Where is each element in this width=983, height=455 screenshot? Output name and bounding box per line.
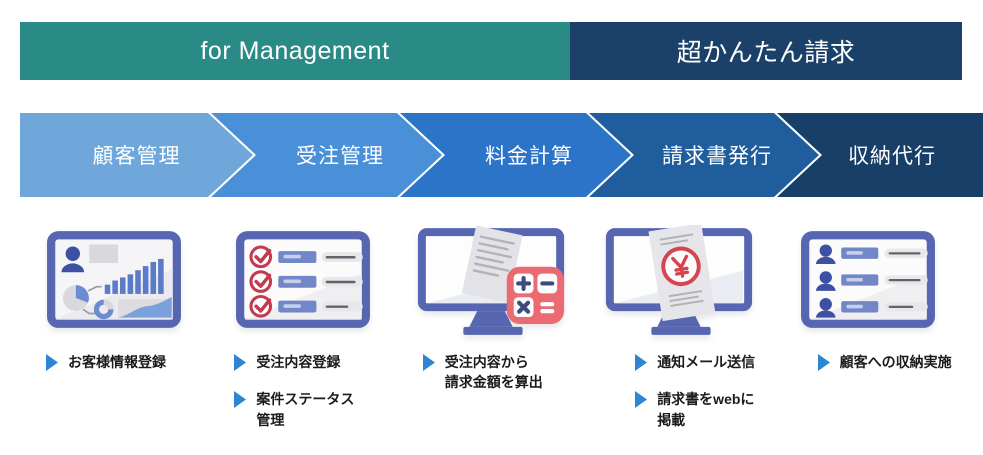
bullet-arrow-icon [635,354,648,371]
process-step-1: 顧客管理 [20,113,253,197]
header-left-label: for Management [200,36,390,65]
customer-roster-icon [800,231,935,328]
dashboard-chart-icon [47,231,182,328]
step-column-collection-agency: 顧客への収納実施 [774,225,962,430]
process-step-2-label: 受注管理 [296,145,384,168]
bullet-list: 受注内容から 請求金額を算出 [397,352,585,393]
bullet-list: 顧客への収納実施 [774,352,962,372]
bullet-arrow-icon [422,354,435,371]
step-column-fee-calculation: 受注内容から 請求金額を算出 [397,225,585,430]
calculator-monitor-icon [417,225,565,335]
step-column-customer-management: お客様情報登録 [20,225,208,430]
bullet-item: 顧客への収納実施 [817,352,962,372]
bullet-text: 受注内容から 請求金額を算出 [444,354,543,391]
bullet-item: 受注内容から 請求金額を算出 [422,352,585,393]
bullet-item: お客様情報登録 [46,352,208,372]
bullet-arrow-icon [635,391,648,409]
bullet-arrow-icon [817,354,830,371]
bullet-text: 通知メール送信 [657,354,756,370]
bullet-item: 通知メール送信 [635,352,773,372]
header-right-label: 超かんたん請求 [676,39,856,67]
bullet-arrow-icon [234,354,247,371]
bullet-text: 案件ステータス 管理 [256,391,355,428]
invoice-monitor-icon [606,225,753,335]
process-step-4-label: 請求書発行 [662,145,772,168]
bullet-text: 受注内容登録 [256,354,341,370]
bullet-text: お客様情報登録 [68,354,166,370]
bullet-list: 通知メール送信 請求書をwebに 掲載 [585,352,773,430]
step-column-order-management: 受注内容登録 案件ステータス 管理 [208,225,396,430]
process-step-5-label: 収納代行 [848,145,936,168]
bullet-list: お客様情報登録 [20,352,208,372]
header-banner: for Management 超かんたん請求 [20,22,962,80]
bullet-text: 顧客への収納実施 [839,354,952,370]
bullet-text: 請求書をwebに 掲載 [657,391,755,428]
header-left-segment: for Management [20,22,570,80]
process-step-3-label: 料金計算 [485,145,573,168]
process-flow: 顧客管理 受注管理 料金計算 請求書発行 収納代行 [20,113,983,197]
steps-detail: お客様情報登録 [20,225,962,430]
bullet-item: 受注内容登録 [234,352,396,372]
bullet-arrow-icon [234,391,247,409]
process-step-1-label: 顧客管理 [92,145,181,168]
bullet-item: 請求書をwebに 掲載 [635,389,773,430]
bullet-item: 案件ステータス 管理 [234,389,396,430]
bullet-list: 受注内容登録 案件ステータス 管理 [208,352,396,430]
process-step-1-shape: 顧客管理 [20,113,253,197]
order-checklist-icon [235,231,370,328]
step-column-invoice-issue: 通知メール送信 請求書をwebに 掲載 [585,225,773,430]
bullet-arrow-icon [46,354,58,371]
header-right-segment: 超かんたん請求 [570,22,962,80]
